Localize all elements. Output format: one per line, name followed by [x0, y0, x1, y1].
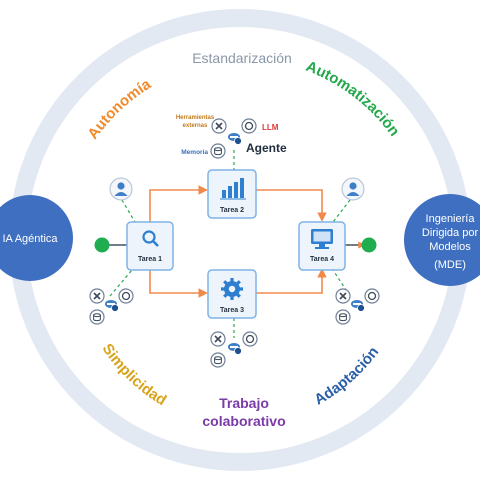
tools-icon [211, 118, 227, 134]
legend-llm: LLM [262, 123, 279, 132]
task-1-card: Tarea 1 [126, 221, 174, 271]
arrow-t1-t2 [149, 185, 208, 222]
ia-agentica-node [0, 195, 73, 281]
task-4-label: Tarea 4 [310, 256, 334, 263]
llm-icon [241, 118, 257, 134]
person-icon [109, 177, 133, 201]
end-dot [361, 237, 377, 253]
task-2-card: Tarea 2 [207, 169, 257, 219]
task-3-card: Tarea 3 [207, 269, 257, 319]
label-estandarizacion: Estandarización [192, 50, 292, 66]
task-1-label: Tarea 1 [138, 256, 162, 263]
person-icon [341, 177, 365, 201]
monitor-icon [311, 229, 333, 249]
legend-tools-line2: externas [183, 123, 208, 129]
mde-line4: (MDE) [434, 259, 466, 271]
mde-line2: Dirigida por [422, 227, 479, 239]
arrow-t2-t4 [256, 189, 327, 222]
task-2-label: Tarea 2 [220, 207, 244, 214]
legend-memory: Memoria [181, 149, 208, 156]
start-dot [94, 237, 110, 253]
memory-icon [210, 143, 226, 159]
task-4-card: Tarea 4 [298, 221, 346, 271]
dashed-links [109, 150, 351, 338]
gear-icon [221, 278, 243, 300]
label-trabajo-line1: Trabajo [219, 395, 269, 411]
arrow-t3-t4 [256, 268, 327, 294]
task-3-label: Tarea 3 [220, 307, 244, 314]
arrow-t1-t3 [149, 270, 208, 298]
mde-line3: Modelos [429, 241, 471, 253]
agent-legend: Herramientas externas LLM Memoria Agente [176, 115, 287, 159]
bar-chart-icon [220, 178, 246, 200]
label-trabajo-line2: colaborativo [202, 413, 285, 429]
mde-node [404, 194, 480, 286]
legend-tools-line1: Herramientas [176, 115, 215, 121]
mde-line1: Ingeniería [426, 213, 476, 225]
search-icon [142, 230, 159, 247]
ia-agentica-label: IA Agéntica [2, 233, 58, 245]
legend-agent: Agente [246, 141, 287, 155]
